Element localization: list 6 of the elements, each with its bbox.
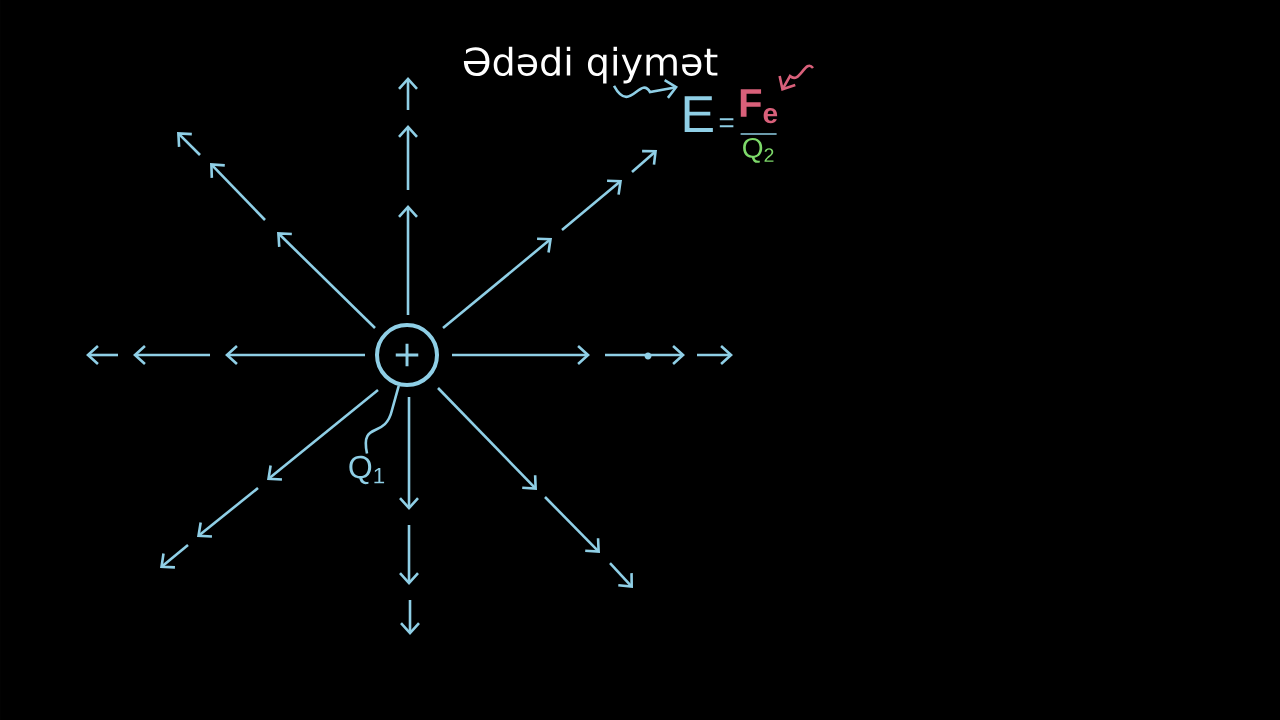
squiggle-arrow bbox=[612, 79, 678, 99]
formula: E= F$_{e}$ Q$_{2}$ bbox=[684, 89, 778, 163]
heading-text: Ədədi qiymət bbox=[463, 46, 718, 84]
squiggle-arrow bbox=[778, 64, 814, 91]
leader-line bbox=[364, 385, 400, 454]
charge-label: Q$_{1}$ bbox=[349, 455, 385, 485]
